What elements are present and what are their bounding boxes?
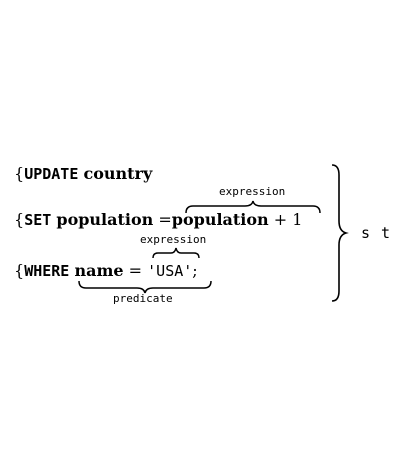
where-expression-annotation: expression	[140, 233, 207, 246]
table-name: country	[83, 164, 153, 183]
predicate-annotation: predicate	[113, 292, 173, 305]
plus-sign: +	[273, 210, 288, 229]
expr-column: population	[171, 210, 269, 229]
set-line: {SET population =population + 1	[14, 212, 302, 228]
open-brace-3: {	[14, 261, 25, 280]
where-line: {WHERE name = 'USA';	[14, 263, 198, 279]
semicolon: ;	[192, 261, 198, 280]
where-expression-overbrace	[152, 247, 200, 259]
open-brace-1: {	[14, 164, 25, 183]
set-equals: =	[158, 210, 172, 229]
open-brace-2: {	[14, 210, 25, 229]
where-equals: =	[128, 261, 143, 280]
where-value: 'USA'	[147, 262, 193, 280]
where-keyword: WHERE	[24, 262, 70, 280]
set-expression-annotation: expression	[219, 185, 286, 198]
set-expression-overbrace	[185, 200, 321, 214]
group-right-brace	[331, 164, 349, 302]
update-line: {UPDATE country	[14, 166, 152, 182]
group-label: s t	[361, 224, 392, 242]
set-column: population	[56, 210, 154, 229]
set-keyword: SET	[24, 211, 52, 229]
update-keyword: UPDATE	[24, 165, 79, 183]
predicate-underbrace	[78, 280, 212, 294]
number-one: 1	[292, 210, 303, 229]
where-column: name	[74, 261, 124, 280]
